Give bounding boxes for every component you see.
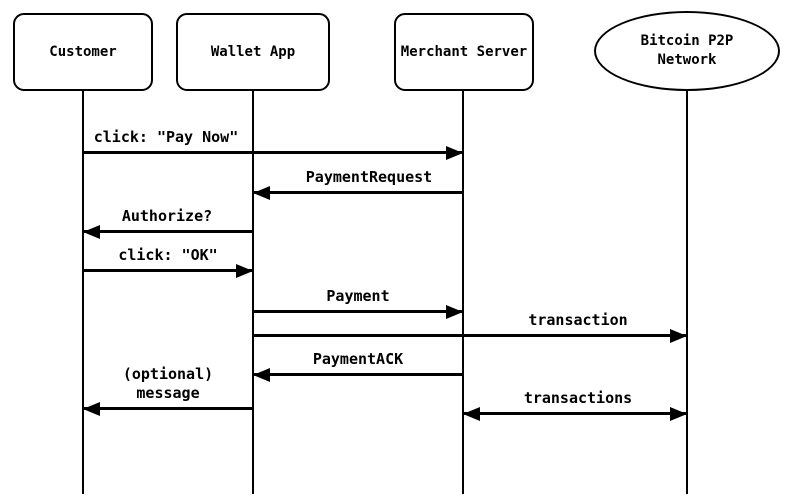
message-7-label: PaymentACK xyxy=(312,350,404,368)
message-8-arrowhead-icon xyxy=(83,402,100,416)
actor-bitcoin-network-label: Bitcoin P2P Network xyxy=(640,33,734,68)
message-3-line xyxy=(83,230,253,233)
actor-merchant-server-label: Merchant Server xyxy=(400,43,528,60)
message-2-arrowhead-icon xyxy=(253,186,270,200)
lifeline-wallet-app xyxy=(252,91,254,494)
message-6-line xyxy=(253,334,687,337)
lifeline-customer xyxy=(82,91,84,494)
message-9-label: transactions xyxy=(523,389,633,407)
actor-merchant-server: Merchant Server xyxy=(394,13,534,91)
message-1-label: click: "Pay Now" xyxy=(93,128,239,146)
message-1-line xyxy=(83,151,463,154)
message-6-arrowhead-icon xyxy=(670,329,687,343)
message-6-label: transaction xyxy=(528,311,628,329)
message-4-line xyxy=(83,269,253,272)
actor-wallet-app-label: Wallet App xyxy=(210,43,296,60)
message-4-label: click: "OK" xyxy=(118,246,218,264)
message-2-line xyxy=(253,191,463,194)
message-3-label: Authorize? xyxy=(121,207,213,225)
message-4-arrowhead-icon xyxy=(236,264,253,278)
message-9-line xyxy=(463,412,687,415)
actor-customer: Customer xyxy=(13,13,153,91)
message-7-line xyxy=(253,373,463,376)
message-5-line xyxy=(253,310,463,313)
message-5-label: Payment xyxy=(326,287,390,305)
message-2-label: PaymentRequest xyxy=(305,168,433,186)
message-9-arrowhead-icon xyxy=(670,407,687,421)
lifeline-merchant-server xyxy=(462,91,464,494)
actor-wallet-app: Wallet App xyxy=(176,13,330,91)
message-1-arrowhead-icon xyxy=(446,146,463,160)
message-7-arrowhead-icon xyxy=(253,368,270,382)
lifeline-bitcoin-network xyxy=(686,91,688,494)
actor-customer-label: Customer xyxy=(49,43,117,60)
message-9-arrowhead-icon xyxy=(463,407,480,421)
message-8-label: (optional) message xyxy=(122,365,214,402)
message-5-arrowhead-icon xyxy=(446,305,463,319)
message-3-arrowhead-icon xyxy=(83,225,100,239)
message-8-line xyxy=(83,407,253,410)
actor-bitcoin-network: Bitcoin P2P Network xyxy=(594,11,780,91)
